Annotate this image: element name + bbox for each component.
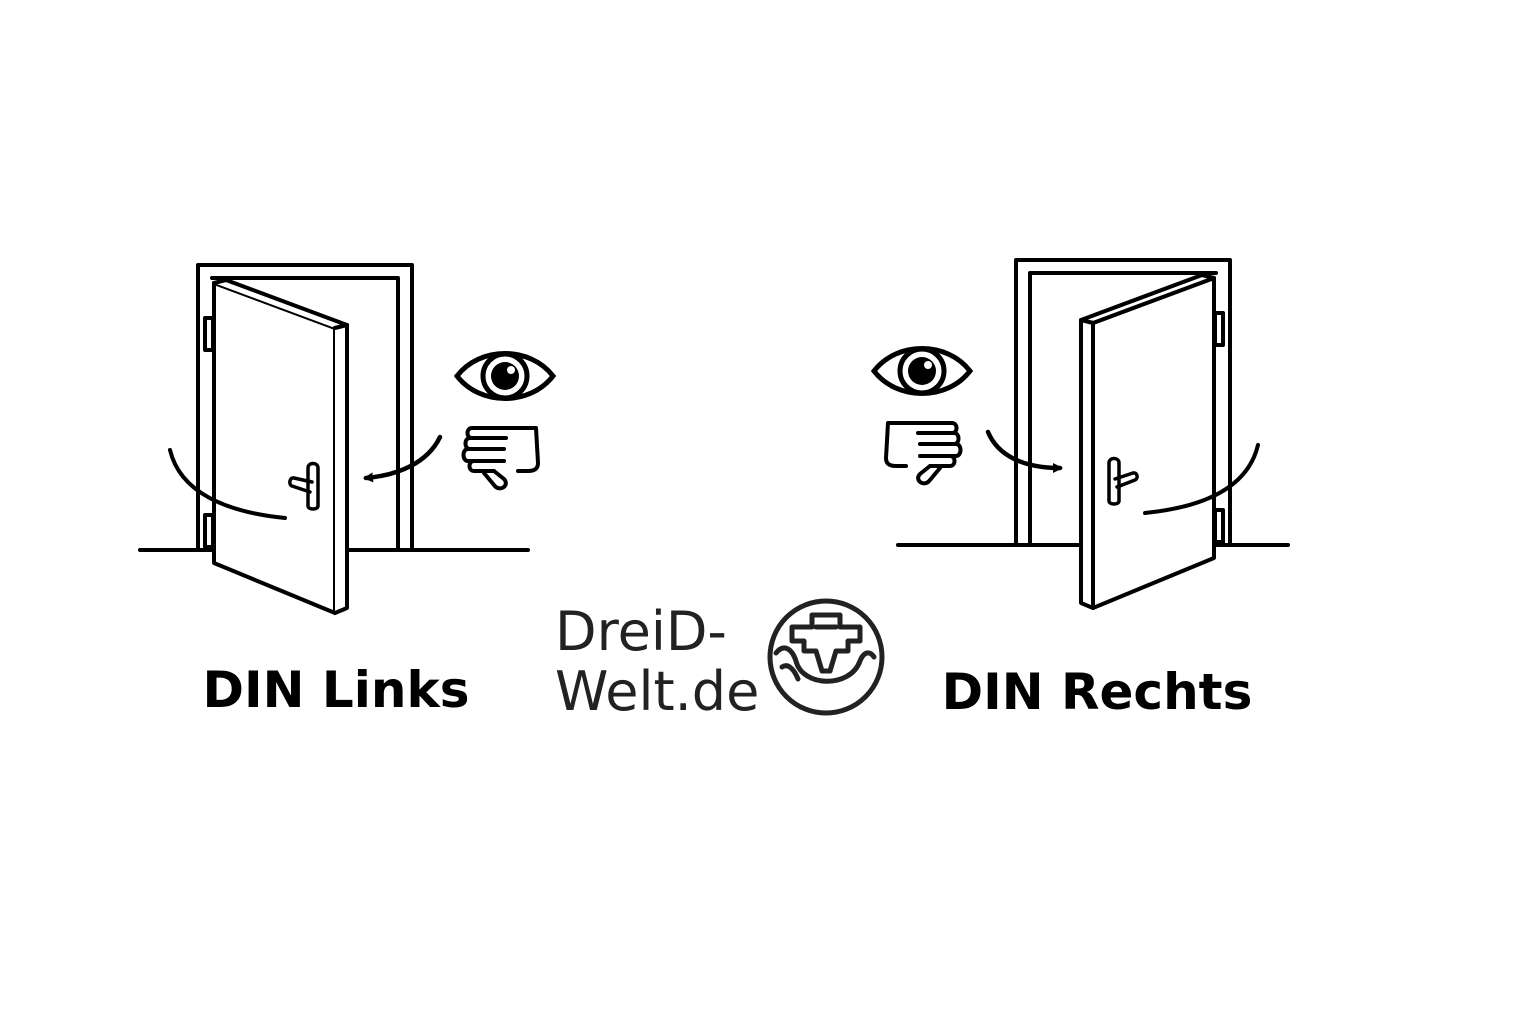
din-rechts-door <box>896 258 1290 610</box>
door-leaf <box>1091 276 1216 610</box>
door-frame <box>196 263 414 552</box>
swing-arc <box>1143 443 1260 515</box>
hand-icon <box>461 426 540 491</box>
hinge <box>203 513 215 549</box>
eye-icon <box>453 351 557 401</box>
3d-printer-nozzle-logo-icon <box>767 598 885 716</box>
din-links-door <box>138 263 530 615</box>
logo-text-line2: Welt.de <box>555 660 759 723</box>
swing-arrow-icon <box>363 434 443 483</box>
swing-arc <box>168 448 287 520</box>
brand-logo: DreiD- Welt.de <box>555 598 885 723</box>
hinge <box>1213 311 1225 347</box>
hinge <box>203 316 215 352</box>
eye-icon <box>870 346 974 396</box>
door-handle <box>1107 456 1139 506</box>
logo-text-line1: DreiD- <box>555 600 727 663</box>
swing-arrow-icon <box>985 429 1063 473</box>
hinge <box>1213 508 1225 544</box>
hand-icon <box>884 421 963 486</box>
door-leaf-edge <box>333 323 349 615</box>
door-leaf-edge <box>1079 318 1095 610</box>
door-handle <box>288 461 320 511</box>
caption-din-links: DIN Links <box>203 661 470 719</box>
door-frame <box>1014 258 1232 547</box>
caption-din-rechts: DIN Rechts <box>942 663 1253 721</box>
door-leaf <box>212 281 337 615</box>
